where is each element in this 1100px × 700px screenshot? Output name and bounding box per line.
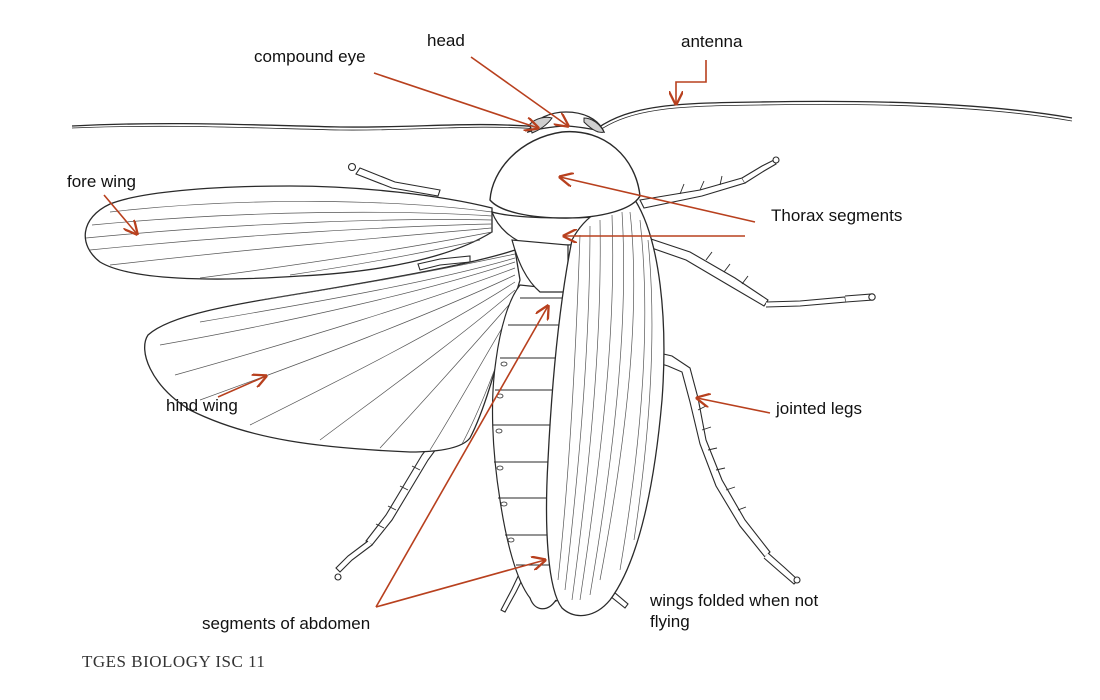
label-jointed-legs: jointed legs: [776, 399, 863, 418]
right-antenna: [594, 100, 1073, 133]
label-segments-of-abdomen: segments of abdomen: [202, 614, 371, 633]
arrow-jointed-legs: [697, 398, 771, 414]
arrow-hind-wing: [217, 376, 266, 398]
hind-wing-shape: [144, 249, 521, 453]
arrow-antenna: [676, 60, 707, 104]
arrow-head: [470, 56, 568, 126]
label-thorax-segments: Thorax segments: [771, 206, 903, 225]
footer-caption: TGES BIOLOGY ISC 11: [82, 652, 266, 671]
label-head: head: [427, 31, 465, 50]
pronotum-shape: [489, 130, 641, 219]
arrow-compound-eye: [373, 72, 538, 128]
label-wings-folded-line2: flying: [650, 612, 690, 631]
fore-wing-shape: [84, 185, 493, 280]
arrow-thorax-1: [560, 177, 756, 223]
spiracles: [495, 361, 515, 543]
label-antenna: antenna: [681, 32, 743, 51]
left-antenna: [71, 122, 541, 131]
label-fore-wing: fore wing: [67, 172, 136, 191]
label-hind-wing: hind wing: [166, 396, 238, 415]
label-wings-folded-line1: wings folded when not: [650, 591, 819, 610]
arrow-abdomen-1: [375, 306, 548, 608]
arrow-fore-wing: [103, 194, 137, 234]
pointer-arrows: [103, 56, 771, 608]
folded-wing-shape: [545, 199, 665, 617]
arrow-abdomen-2: [375, 560, 545, 608]
label-compound-eye: compound eye: [254, 47, 366, 66]
legs: [334, 156, 876, 613]
